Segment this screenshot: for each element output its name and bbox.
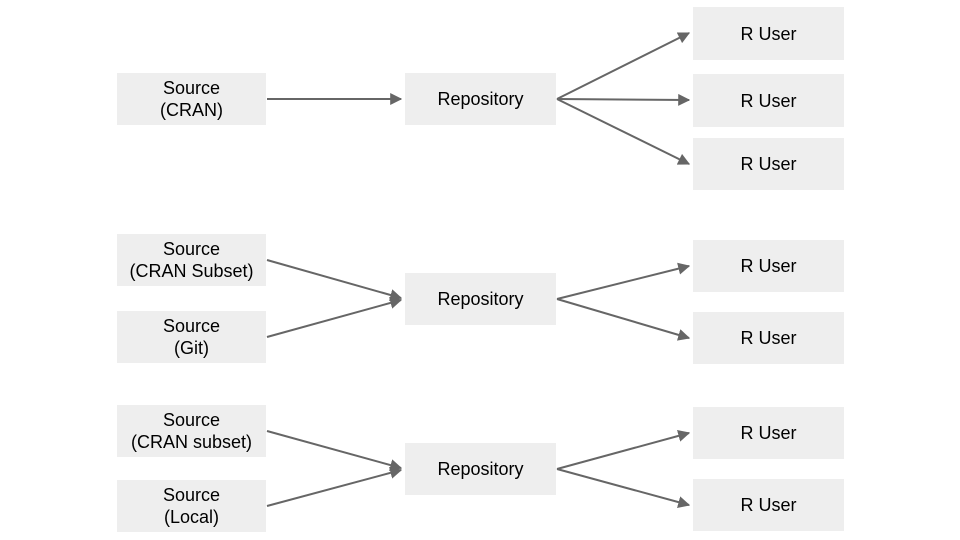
arrow-source-git-to-repository-2	[266, 297, 403, 338]
node-r-user-1b: R User	[693, 74, 844, 127]
node-source-cran-subset-lower: Source (CRAN subset)	[117, 405, 266, 457]
node-source-local: Source (Local)	[117, 480, 266, 532]
node-r-user-2b: R User	[693, 312, 844, 364]
node-r-user-1a: R User	[693, 7, 844, 60]
node-r-user-3a: R User	[693, 407, 844, 459]
arrow-source-cran-subset-to-repository-2	[266, 259, 403, 301]
node-r-user-1c: R User	[693, 138, 844, 190]
arrow-repository-1-to-r-user-1c	[556, 98, 691, 165]
arrow-repository-1-to-r-user-1b	[556, 93, 691, 106]
node-repository-1: Repository	[405, 73, 556, 125]
node-r-user-3b: R User	[693, 479, 844, 531]
node-r-user-2a: R User	[693, 240, 844, 292]
arrow-repository-2-to-r-user-2a	[556, 262, 691, 300]
node-source-cran: Source (CRAN)	[117, 73, 266, 125]
arrow-repository-1-to-r-user-1a	[556, 32, 691, 100]
arrow-source-local-to-repository-3	[266, 467, 403, 507]
arrow-repository-3-to-r-user-3b	[556, 468, 691, 508]
node-repository-3: Repository	[405, 443, 556, 495]
arrow-repository-3-to-r-user-3a	[556, 430, 691, 470]
node-repository-2: Repository	[405, 273, 556, 325]
arrow-repository-2-to-r-user-2b	[556, 298, 691, 341]
node-source-git: Source (Git)	[117, 311, 266, 363]
node-source-cran-subset: Source (CRAN Subset)	[117, 234, 266, 286]
arrow-source-cran-subset2-to-repository-3	[266, 430, 403, 471]
